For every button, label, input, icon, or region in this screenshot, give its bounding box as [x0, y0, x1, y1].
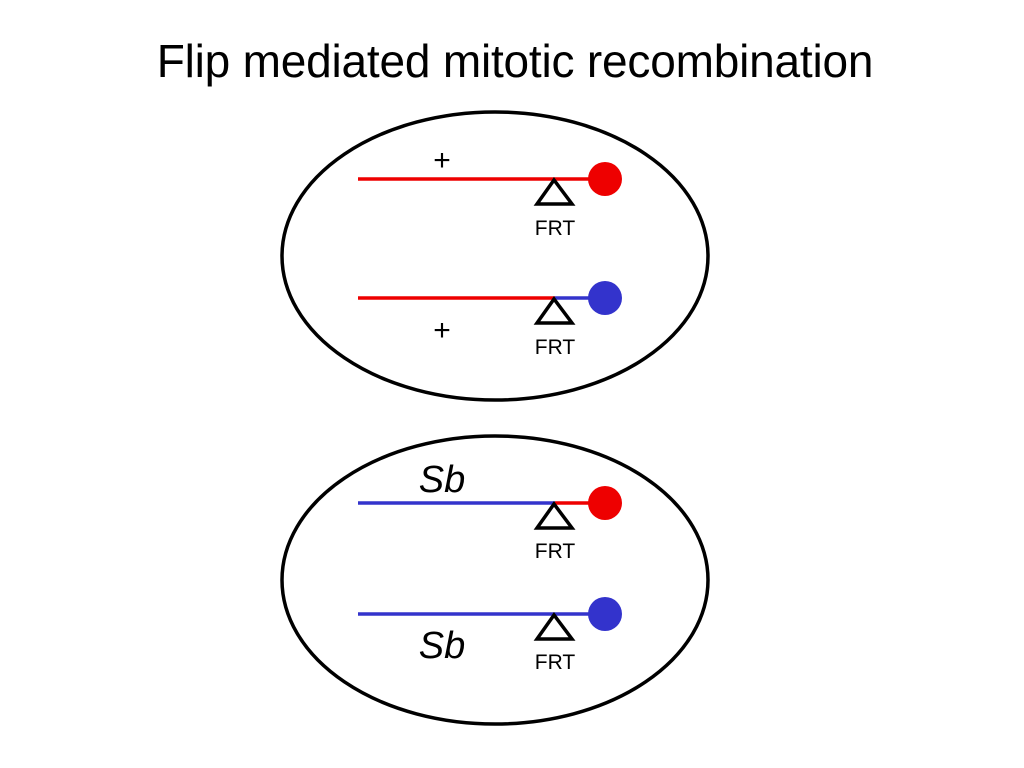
cell-top: + FRT + FRT — [280, 110, 710, 402]
allele-label: + — [433, 144, 451, 177]
frt-label: FRT — [535, 651, 576, 674]
frt-label: FRT — [535, 336, 576, 359]
chromosome: + FRT — [358, 144, 622, 240]
centromere — [588, 486, 622, 520]
centromere — [588, 162, 622, 196]
allele-label: Sb — [419, 625, 465, 667]
centromere — [588, 281, 622, 315]
chromosome: + FRT — [358, 281, 622, 359]
allele-label: + — [433, 314, 451, 347]
allele-label: Sb — [419, 459, 465, 501]
frt-triangle-icon — [533, 177, 576, 206]
frt-triangle-icon — [533, 501, 576, 530]
frt-triangle-icon — [533, 296, 576, 325]
chromosome: Sb FRT — [358, 597, 622, 674]
frt-triangle-icon — [533, 612, 576, 641]
centromere — [588, 597, 622, 631]
cell-bottom: Sb FRT Sb FRT — [280, 434, 710, 726]
frt-label: FRT — [535, 540, 576, 563]
chromosome: Sb FRT — [358, 459, 622, 563]
cell-outline — [280, 434, 710, 726]
slide-title: Flip mediated mitotic recombination — [156, 35, 874, 87]
frt-label: FRT — [535, 217, 576, 240]
cell-outline — [280, 110, 710, 402]
